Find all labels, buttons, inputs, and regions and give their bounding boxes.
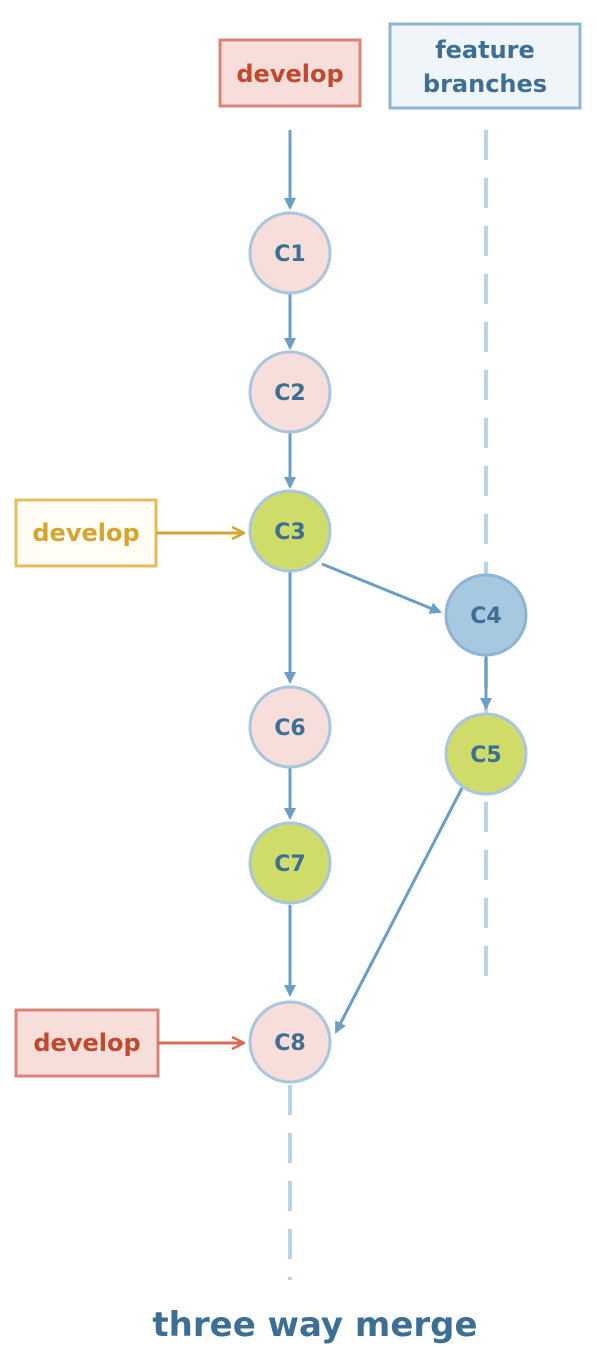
commit-c1-label: C1 — [274, 242, 305, 267]
develop-bottom-tag: develop — [14, 1008, 244, 1078]
develop-top-label: develop — [236, 60, 343, 88]
arrow-c5-to-c8-merge — [334, 787, 464, 1034]
diagram-caption: three way merge — [152, 1305, 477, 1345]
feature-branches-label-line1: feature — [435, 36, 535, 64]
commit-c4-label: C4 — [470, 604, 501, 629]
commit-c4: C4 — [444, 573, 528, 657]
develop-mid-label: develop — [32, 519, 139, 547]
commit-c2-label: C2 — [274, 381, 305, 406]
commit-c5-label: C5 — [470, 743, 501, 768]
commit-c5: C5 — [444, 712, 528, 796]
commit-c1: C1 — [248, 211, 332, 295]
commit-c3-label: C3 — [274, 520, 305, 545]
develop-mid-tag: develop — [14, 498, 244, 568]
commit-c7: C7 — [248, 821, 332, 905]
commit-c3: C3 — [248, 489, 332, 573]
commit-c2: C2 — [248, 350, 332, 434]
commit-c8: C8 — [248, 1000, 332, 1084]
feature-branches-tag: feature branches — [388, 22, 582, 110]
commit-c6: C6 — [248, 685, 332, 769]
feature-branches-label-line2: branches — [423, 70, 547, 98]
commit-c7-label: C7 — [274, 852, 305, 877]
commit-c6-label: C6 — [274, 716, 305, 741]
arrow-c3-to-c4 — [321, 562, 442, 614]
commit-c8-label: C8 — [274, 1031, 305, 1056]
develop-bottom-label: develop — [33, 1029, 140, 1057]
develop-top-tag: develop — [218, 38, 362, 108]
